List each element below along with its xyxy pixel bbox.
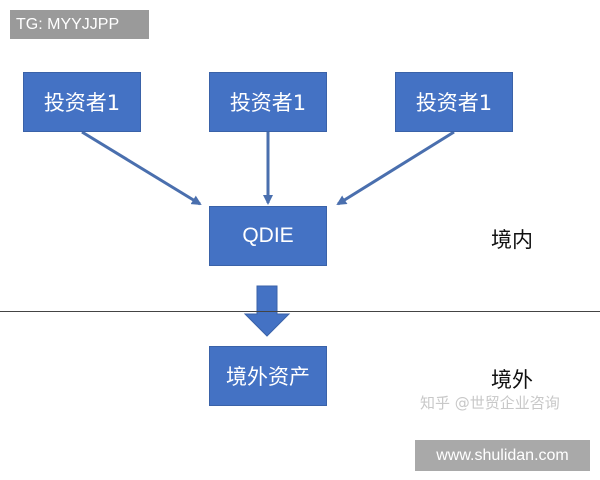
investor-box-2: 投资者1	[209, 72, 327, 132]
arrow-investor1-qdie	[81, 130, 202, 206]
qdie-box: QDIE	[209, 206, 327, 266]
domestic-label: 境内	[491, 228, 533, 252]
overseas-label: 境外	[491, 368, 533, 392]
investor-box-3: 投资者1	[395, 72, 513, 132]
arrow-investor3-qdie	[336, 130, 455, 206]
tg-tag: TG: MYYJJPP	[10, 10, 149, 39]
investor-box-1: 投资者1	[23, 72, 141, 132]
site-banner: www.shulidan.com	[415, 440, 590, 471]
zhihu-watermark: 知乎 @世贸企业咨询	[420, 394, 560, 412]
border-divider	[0, 311, 600, 312]
overseas-asset-box: 境外资产	[209, 346, 327, 406]
